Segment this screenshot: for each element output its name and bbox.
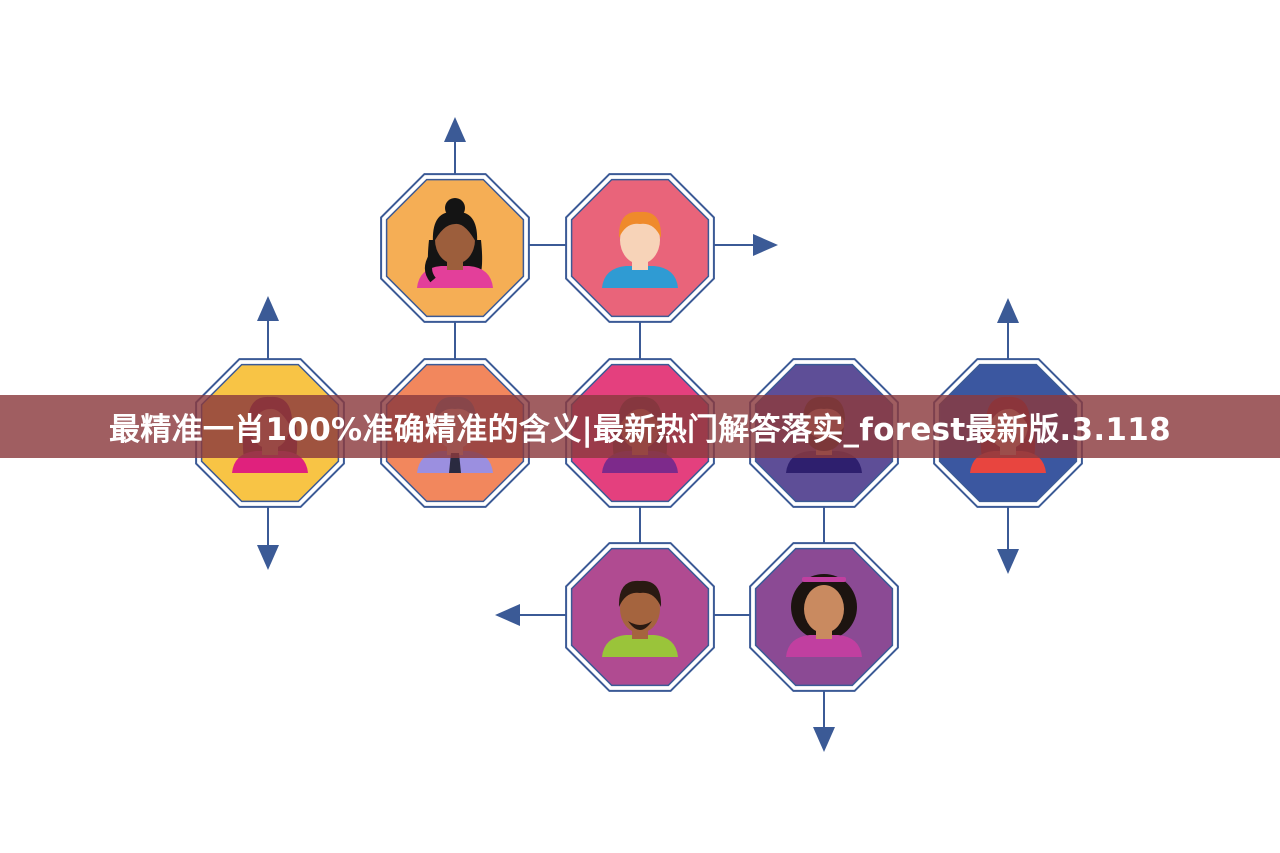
arrowheads — [257, 117, 1019, 752]
title-banner: 最精准一肖100%准确精准的含义|最新热门解答落实_forest最新版.3.11… — [0, 395, 1280, 458]
arrow-up-icon — [444, 117, 466, 142]
avatar-node-man-redhead — [565, 173, 715, 323]
arrow-up-icon — [997, 298, 1019, 323]
arrow-left-icon — [495, 604, 520, 626]
person-avatar-icon — [602, 211, 678, 288]
avatar-node-woman-afro — [749, 542, 899, 692]
avatar-node-man-goatee — [565, 542, 715, 692]
page-title: 最精准一肖100%准确精准的含义|最新热门解答落实_forest最新版.3.11… — [108, 412, 1172, 448]
arrow-right-icon — [753, 234, 778, 256]
person-avatar-icon — [786, 574, 862, 657]
arrow-down-icon — [257, 545, 279, 570]
person-avatar-icon — [417, 198, 493, 288]
person-avatar-icon — [602, 580, 678, 657]
arrow-down-icon — [813, 727, 835, 752]
avatar-node-woman-ponytail — [380, 173, 530, 323]
arrow-down-icon — [997, 549, 1019, 574]
arrow-up-icon — [257, 296, 279, 321]
